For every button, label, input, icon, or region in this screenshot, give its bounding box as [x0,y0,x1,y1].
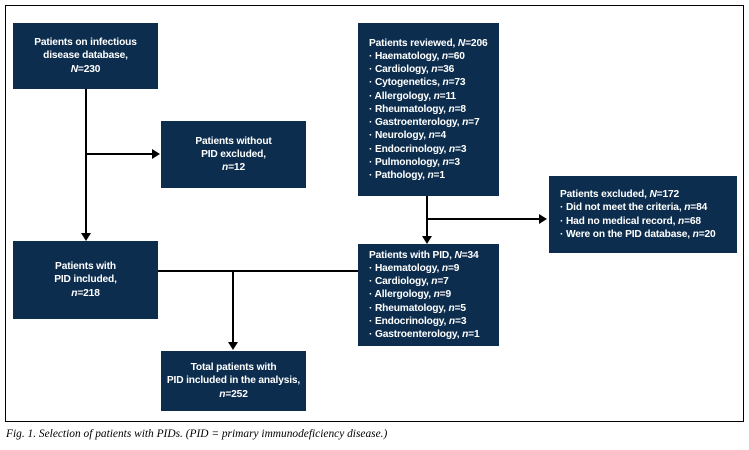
arrowhead-to-excluded [539,214,547,224]
node-header: Patients reviewed, N=206 [369,37,488,49]
list-item: · Cytogenetics, n=73 [369,77,466,89]
list-item: · Neurology, n=4 [369,130,447,142]
list-item: · Did not meet the criteria, n=84 [560,202,708,214]
node-line: disease database, [43,50,128,62]
list-item: · Allergology, n=11 [369,90,456,102]
node-patients-excluded: Patients excluded, N=172 · Did not meet … [549,176,737,253]
node-header: Patients excluded, N=172 [560,189,680,200]
arrowhead-to-total [227,342,238,350]
node-count: N=230 [70,63,101,75]
arrowhead-to-excluded-no-pid [152,149,160,159]
connector-database-spine [85,89,87,237]
node-line: PID included in the analysis, [166,375,301,387]
node-header: Patients with PID, N=34 [369,249,479,261]
node-line: Patients with [55,261,116,273]
node-patients-reviewed: Patients reviewed, N=206 · Haematology, … [358,23,499,196]
connector-reviewed-to-excluded [426,218,541,220]
node-patients-without-pid-excluded: Patients without PID excluded, n=12 [161,121,306,188]
list-item: · Endocrinology, n=3 [369,143,467,155]
list-item: · Pathology, n=1 [369,170,445,182]
node-line: Total patients with [190,362,277,374]
arrowhead-to-pid-reviewed [421,236,432,244]
list-item: · Were on the PID database, n=20 [560,228,716,240]
node-count: n=12 [222,162,245,174]
node-patients-with-pid: Patients with PID, N=34 · Haematology, n… [358,244,499,346]
node-count: n=218 [71,287,100,299]
node-total-patients-with-pid-in-analysis: Total patients with PID included in the … [161,351,306,411]
list-item: · Rheumatology, n=8 [369,103,466,115]
node-patients-with-pid-included: Patients with PID included, n=218 [13,241,158,319]
connector-pid-included-to-pid-reviewed [158,270,358,272]
list-item: · Cardiology, n=7 [369,276,449,288]
list-item: · Gastroenterology, n=1 [369,329,480,341]
arrowhead-to-pid-included [80,233,91,241]
figure-caption: Fig. 1. Selection of patients with PIDs.… [6,428,388,440]
list-item: · Endocrinology, n=3 [369,315,467,327]
node-line: Patients without [195,135,272,147]
list-item: · Pulmonology, n=3 [369,156,460,168]
connector-database-to-excluded-no-pid [85,153,154,155]
connector-join-to-total [232,270,234,345]
list-item: · Allergology, n=9 [369,289,451,301]
node-patients-on-infectious-disease-database: Patients on infectious disease database,… [13,23,158,89]
list-item: · Rheumatology, n=5 [369,302,466,314]
list-item: · Haematology, n=60 [369,50,465,62]
list-item: · Haematology, n=9 [369,262,460,274]
figure-frame: Patients on infectious disease database,… [5,5,744,422]
node-line: PID excluded, [201,148,266,160]
node-count: n=252 [219,388,248,400]
list-item: · Gastroenterology, n=7 [369,117,480,129]
node-line: PID included, [54,274,117,286]
list-item: · Cardiology, n=36 [369,64,455,76]
connector-reviewed-spine [426,196,428,240]
node-line: Patients on infectious [34,37,137,49]
list-item: · Had no medical record, n=68 [560,215,701,227]
